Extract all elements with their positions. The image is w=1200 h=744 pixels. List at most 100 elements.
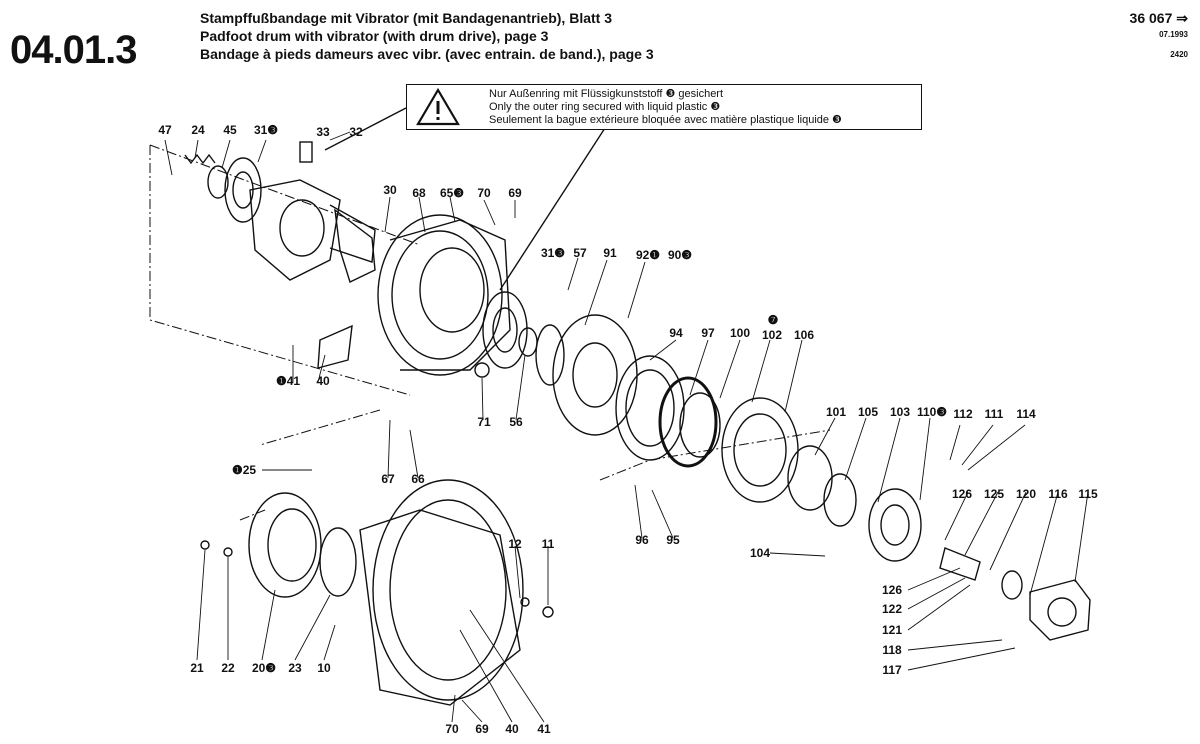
- gear-ring-94: [615, 355, 685, 461]
- part-label-94: 94: [669, 326, 683, 340]
- part-label-67: 67: [381, 472, 395, 486]
- part-label-69-bottom: 69: [475, 722, 489, 736]
- part-label-103: 103: [889, 405, 911, 419]
- part-label-69-top: 69: [508, 186, 522, 200]
- warning-leader-2: [499, 127, 606, 291]
- part-label-117: 117: [882, 663, 902, 677]
- part-label-41-top: ❶41: [275, 374, 301, 388]
- part-label-105: 105: [857, 405, 879, 419]
- warning-box: Nur Außenring mit Flüssigkunststoff ❸ ge…: [406, 84, 922, 130]
- nut-71: [474, 362, 490, 378]
- exciter-weight: [249, 179, 376, 281]
- document-date: 07.1993: [1159, 30, 1188, 39]
- part-label-56: 56: [509, 415, 523, 429]
- ring-101-105: [787, 445, 857, 527]
- washer-45: [207, 165, 229, 199]
- spring-24: [184, 153, 216, 165]
- cover-40: [317, 324, 353, 369]
- part-label-12: 12: [508, 537, 522, 551]
- part-label-30: 30: [383, 183, 397, 197]
- part-label-95: 95: [666, 533, 680, 547]
- section-number: 04.01.3: [10, 28, 137, 72]
- part-label-57: 57: [573, 246, 587, 260]
- part-label-7: ❼: [767, 313, 779, 327]
- part-label-40-top: 40: [316, 374, 330, 388]
- shaft-30: [334, 208, 376, 283]
- bolt-33: [299, 141, 313, 163]
- warning-text-french: Seulement la bague extérieure bloquée av…: [489, 114, 842, 126]
- warning-triangle-icon: [416, 87, 460, 126]
- part-label-114: 114: [1016, 407, 1036, 421]
- title-english: Padfoot drum with vibrator (with drum dr…: [200, 28, 549, 44]
- part-label-115: 115: [1078, 487, 1098, 501]
- part-label-25: ❶25: [231, 463, 257, 477]
- part-label-126-top: 126: [951, 487, 973, 501]
- part-label-68: 68: [412, 186, 426, 200]
- warning-text-english: Only the outer ring secured with liquid …: [489, 101, 721, 113]
- part-label-110: 110❸: [916, 405, 948, 419]
- title-german: Stampffußbandage mit Vibrator (mit Banda…: [200, 10, 613, 26]
- part-label-11: 11: [541, 537, 555, 551]
- part-label-120: 120: [1015, 487, 1037, 501]
- assembly-outline-lines: [149, 144, 831, 521]
- title-french: Bandage à pieds dameurs avec vibr. (avec…: [200, 46, 654, 62]
- part-label-32: 32: [349, 125, 363, 139]
- bearing-97: [658, 376, 721, 468]
- part-label-70-bottom: 70: [445, 722, 459, 736]
- part-label-90: 90❸: [667, 248, 693, 262]
- part-label-112: 112: [953, 407, 973, 421]
- part-label-92: 92❶: [635, 248, 661, 262]
- drive-ring-100-102: [721, 397, 799, 503]
- part-label-47: 47: [158, 123, 172, 137]
- part-label-96: 96: [635, 533, 649, 547]
- part-label-41-bottom: 41: [537, 722, 551, 736]
- part-label-20: 20❸: [251, 661, 277, 675]
- part-label-91: 91: [603, 246, 617, 260]
- bearing-31-right: [482, 291, 528, 369]
- part-label-21: 21: [190, 661, 204, 675]
- oring-120: [1001, 570, 1023, 600]
- part-label-45: 45: [223, 123, 237, 137]
- bearing-31-left: [224, 157, 262, 223]
- part-label-71: 71: [477, 415, 491, 429]
- part-label-118: 118: [882, 643, 902, 657]
- part-label-33: 33: [316, 125, 330, 139]
- part-label-125: 125: [983, 487, 1005, 501]
- part-label-23: 23: [288, 661, 302, 675]
- part-label-101: 101: [825, 405, 847, 419]
- flange-110: [868, 488, 922, 562]
- part-label-31-right: 31❸: [540, 246, 566, 260]
- washer-22: [223, 547, 233, 557]
- warning-text-german: Nur Außenring mit Flüssigkunststoff ❸ ge…: [489, 88, 724, 100]
- leader-lines: [164, 131, 1089, 723]
- part-125: [939, 547, 981, 581]
- bolt-11: [542, 606, 554, 618]
- part-label-10: 10: [317, 661, 331, 675]
- part-label-126-bottom: 126: [881, 583, 903, 597]
- drum-housing-10: [359, 479, 524, 706]
- part-label-40-bottom: 40: [505, 722, 519, 736]
- part-label-70-top: 70: [477, 186, 491, 200]
- washer-12: [520, 597, 530, 607]
- cover-plate-20: [248, 492, 322, 598]
- oring-23: [319, 527, 357, 597]
- part-label-121: 121: [881, 623, 903, 637]
- part-label-22: 22: [221, 661, 235, 675]
- part-label-102: 102: [761, 328, 783, 342]
- housing-flange-68: [377, 214, 511, 376]
- document-number: 36 067 ⇒: [1129, 10, 1188, 26]
- part-label-106: 106: [793, 328, 815, 342]
- warning-leader-1: [324, 107, 407, 151]
- part-label-100: 100: [729, 326, 751, 340]
- document-code: 2420: [1170, 50, 1188, 59]
- part-label-66: 66: [411, 472, 425, 486]
- part-label-111: 111: [984, 407, 1004, 421]
- bolt-21: [200, 540, 210, 550]
- part-label-24: 24: [191, 123, 205, 137]
- part-label-31-left: 31❸: [253, 123, 279, 137]
- part-label-97: 97: [701, 326, 715, 340]
- part-label-104: 104: [749, 546, 771, 560]
